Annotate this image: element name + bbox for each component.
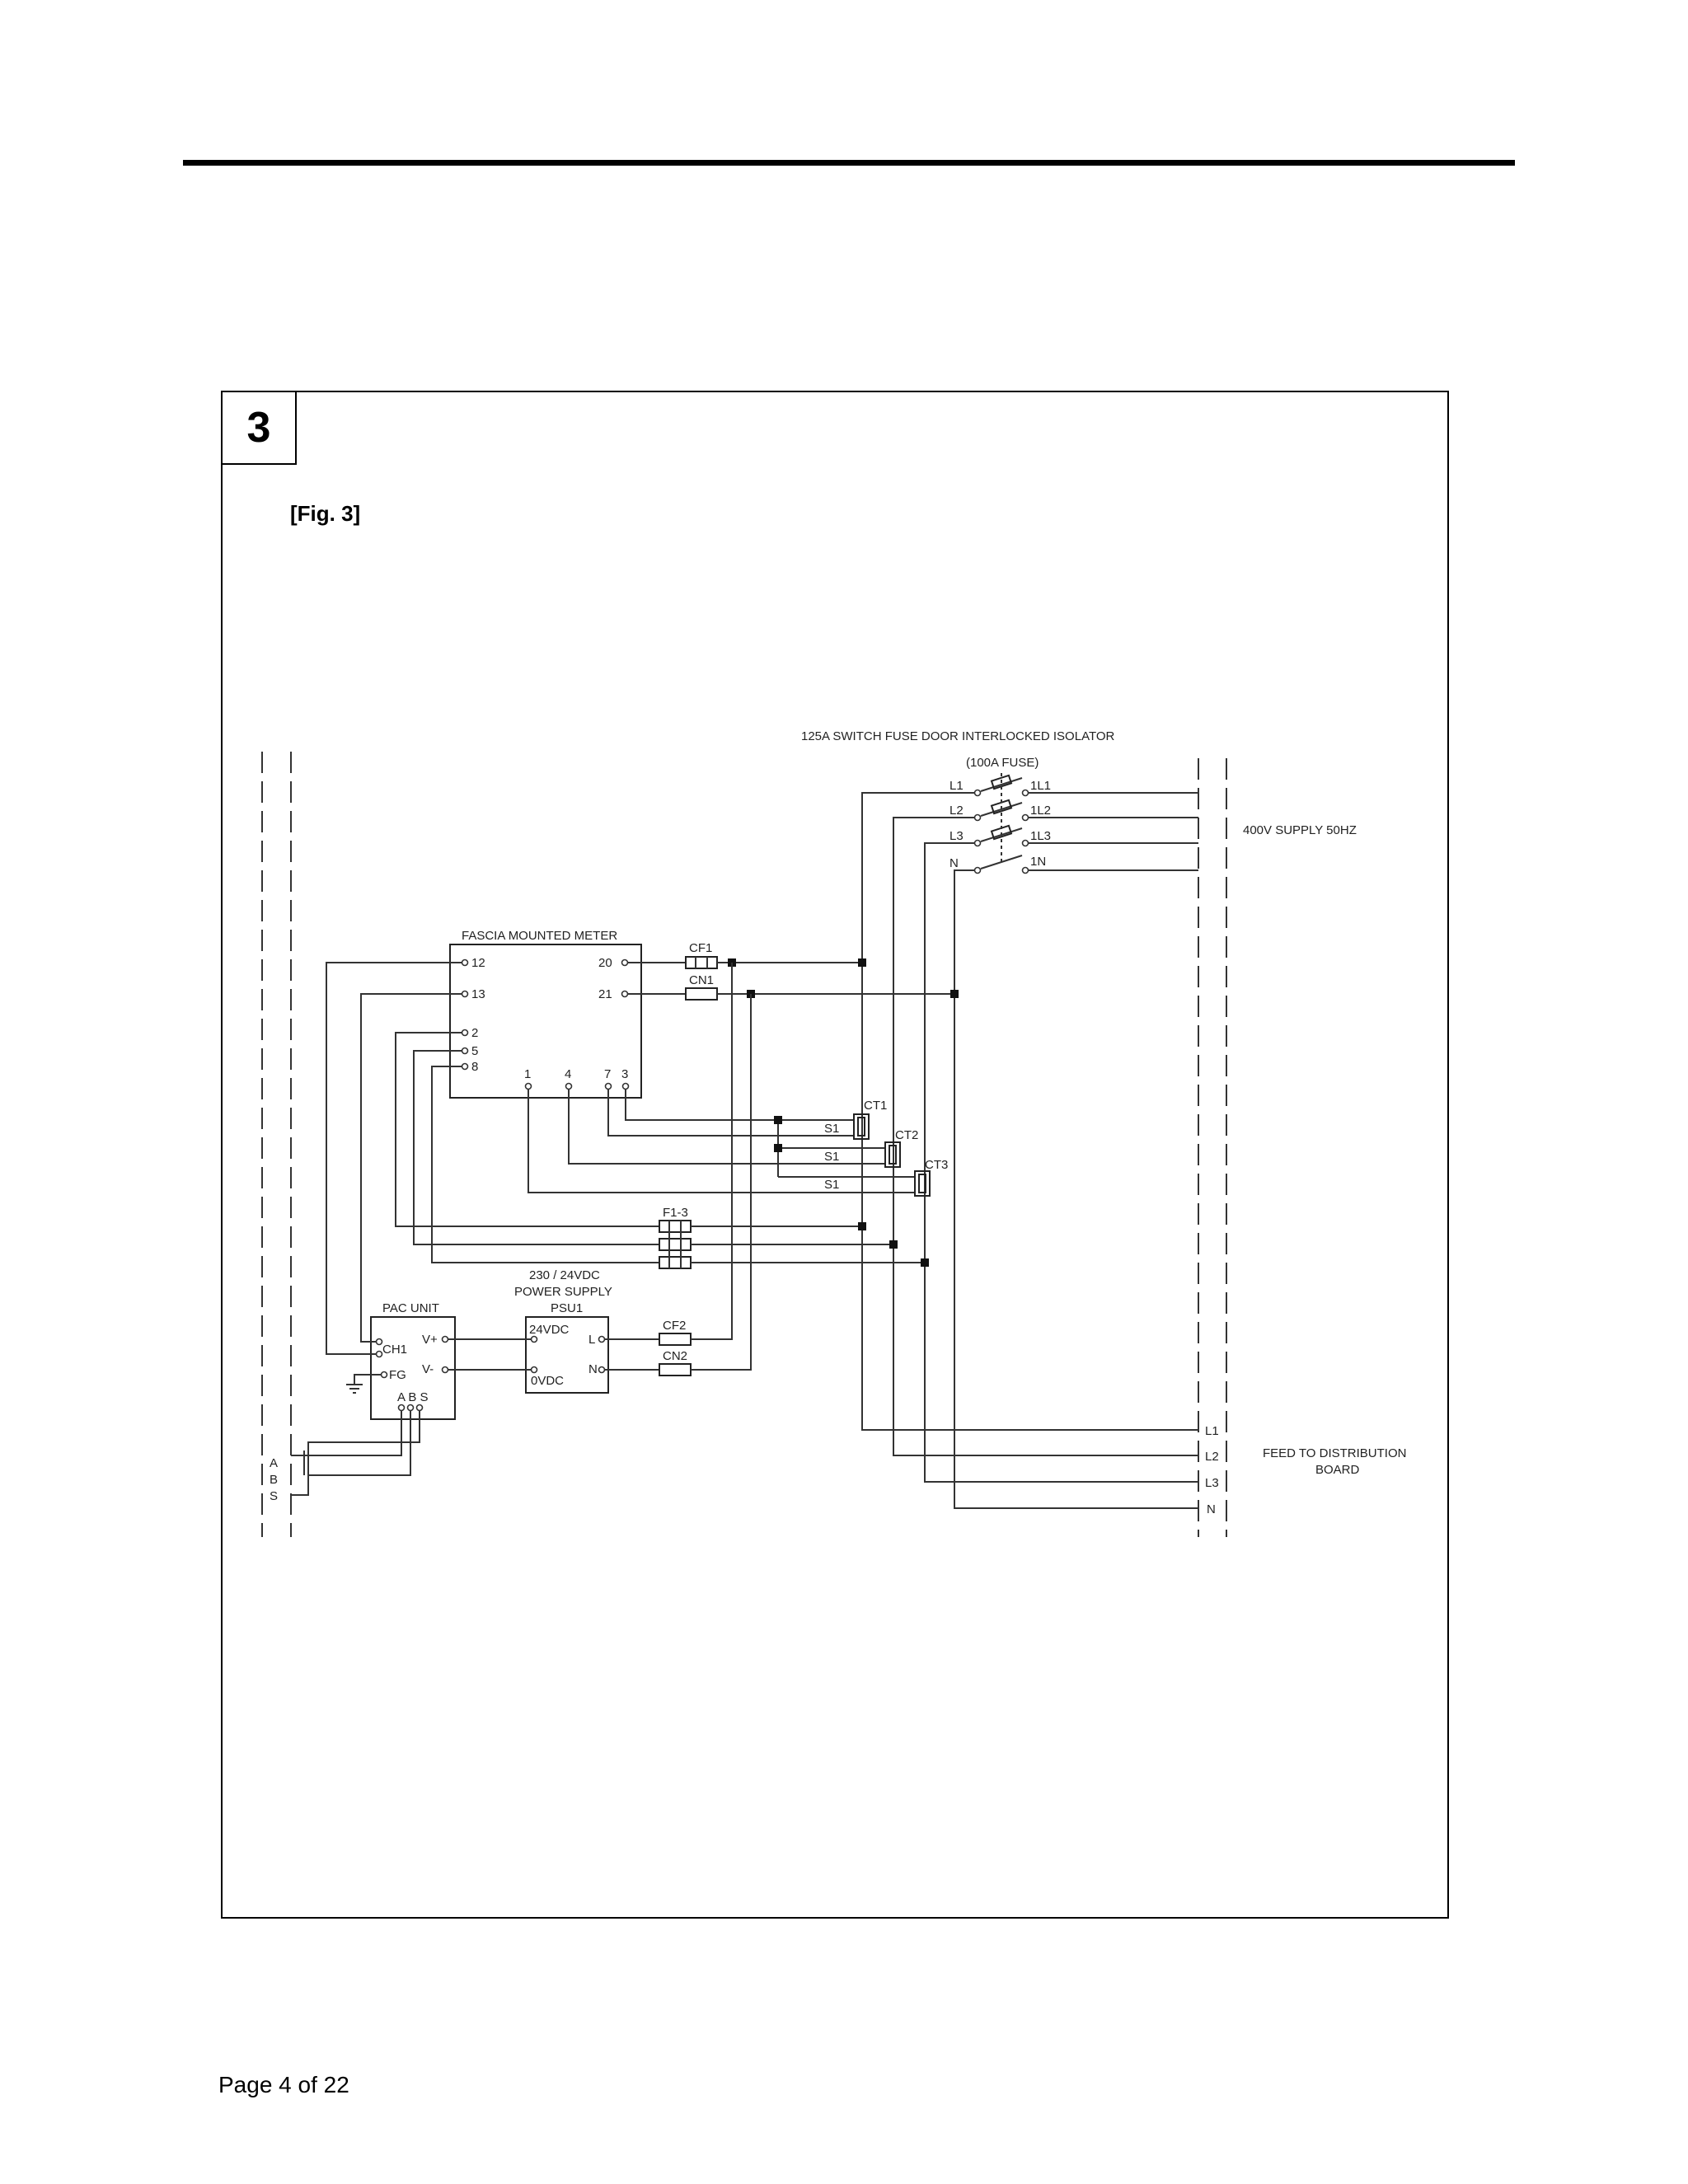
section-number: 3 [221, 391, 297, 465]
ct1-s1: S1 [824, 1122, 839, 1136]
isolator-in-n: N [950, 856, 959, 870]
fuse-cf1 [685, 956, 718, 969]
ct3 [914, 1170, 931, 1197]
meter-terminal-20: 20 [598, 956, 612, 970]
fuse-f3 [659, 1256, 692, 1269]
meter-terminal-5: 5 [471, 1044, 478, 1058]
out-n: N [1207, 1502, 1216, 1516]
pac-abs: A B S [397, 1390, 429, 1404]
meter-terminal-2: 2 [471, 1026, 478, 1040]
fuse-cf2-label: CF2 [663, 1319, 686, 1333]
pac-unit: PAC UNIT CH1 FG V+ V- A B S [291, 962, 531, 1496]
meter-terminal-21: 21 [598, 987, 612, 1001]
psu-caption-2: POWER SUPPLY [514, 1285, 612, 1299]
power-supply: 230 / 24VDC POWER SUPPLY PSU1 24VDC 0VDC… [514, 963, 752, 1394]
bus-b: B [270, 1473, 278, 1487]
fuse-f2 [659, 1238, 692, 1251]
out-l1: L1 [1205, 1424, 1219, 1438]
meter-terminal-3: 3 [621, 1067, 628, 1081]
meter-supply-fuses: CF1 CN1 [628, 941, 959, 1001]
isolator-out-1l3: 1L3 [1030, 829, 1051, 843]
ct3-s1: S1 [824, 1178, 839, 1192]
voltage-fuses: F1-3 [395, 1032, 929, 1269]
meter-terminal-13: 13 [471, 987, 485, 1001]
psu-24vdc: 24VDC [529, 1323, 570, 1337]
bus-labels: A B S [270, 1456, 278, 1503]
meter-box [449, 944, 642, 1099]
isolator-fuse-1 [990, 774, 1013, 790]
bus-a: A [270, 1456, 278, 1470]
fuse-f1 [659, 1220, 692, 1233]
pac-box [370, 1316, 456, 1420]
meter: FASCIA MOUNTED METER 12 13 2 5 8 20 21 1… [449, 929, 642, 1099]
isolator-title: 125A SWITCH FUSE DOOR INTERLOCKED ISOLAT… [801, 729, 1115, 743]
meter-terminal-1: 1 [524, 1067, 531, 1081]
pac-title: PAC UNIT [382, 1301, 439, 1315]
current-transformers: CT1 S1 CT2 S1 CT3 S1 [528, 1090, 948, 1197]
ct1-label: CT1 [864, 1099, 887, 1113]
supply-label: 400V SUPPLY 50HZ [1243, 823, 1357, 837]
out-l3: L3 [1205, 1476, 1219, 1490]
fuse-rating: (100A FUSE) [966, 756, 1039, 770]
psu-name: PSU1 [551, 1301, 583, 1315]
output-labels: L1 L2 L3 N FEED TO DISTRIBUTION BOARD [1205, 1424, 1406, 1516]
figure-frame [221, 391, 1449, 1919]
isolator-out-1l1: 1L1 [1030, 779, 1051, 793]
pac-fg: FG [389, 1368, 406, 1382]
isolator-in-l3: L3 [950, 829, 964, 843]
ct2-label: CT2 [895, 1128, 918, 1142]
ct2 [884, 1141, 901, 1168]
figure-label: [Fig. 3] [290, 501, 361, 526]
pac-vminus: V- [422, 1362, 434, 1376]
meter-terminal-8: 8 [471, 1060, 478, 1074]
isolator: 125A SWITCH FUSE DOOR INTERLOCKED ISOLAT… [801, 729, 1357, 1509]
fuse-cn1 [685, 987, 718, 1001]
fuse-cn2 [659, 1363, 692, 1376]
isolator-fuse-2 [990, 799, 1013, 815]
out-l2: L2 [1205, 1450, 1219, 1464]
page-number: Page 4 of 22 [218, 2072, 349, 2097]
fuse-f13-label: F1-3 [663, 1206, 688, 1220]
psu-caption-1: 230 / 24VDC [529, 1268, 600, 1282]
psu-l: L [588, 1333, 595, 1347]
isolator-in-l2: L2 [950, 804, 964, 818]
meter-terminal-7: 7 [604, 1067, 611, 1081]
header-rule [183, 160, 1515, 166]
psu-n: N [588, 1362, 598, 1376]
fuse-cf2 [659, 1333, 692, 1346]
ct2-s1: S1 [824, 1150, 839, 1164]
psu-box [525, 1316, 609, 1394]
isolator-out-1l2: 1L2 [1030, 804, 1051, 818]
fuse-cf1-label: CF1 [689, 941, 712, 955]
ct1 [853, 1113, 870, 1140]
pac-ch1: CH1 [382, 1343, 407, 1357]
meter-terminal-12: 12 [471, 956, 485, 970]
bus-s: S [270, 1489, 278, 1503]
isolator-out-1n: 1N [1030, 855, 1046, 869]
meter-title: FASCIA MOUNTED METER [462, 929, 617, 943]
isolator-fuse-3 [990, 824, 1013, 841]
rails [261, 752, 1227, 1537]
fuse-cn2-label: CN2 [663, 1349, 687, 1363]
isolator-in-l1: L1 [950, 779, 964, 793]
fuse-cn1-label: CN1 [689, 973, 714, 987]
pac-vplus: V+ [422, 1333, 438, 1347]
feed-label-2: BOARD [1315, 1463, 1360, 1477]
psu-0vdc: 0VDC [531, 1374, 564, 1388]
meter-terminal-4: 4 [565, 1067, 571, 1081]
feed-label-1: FEED TO DISTRIBUTION [1263, 1446, 1406, 1460]
ct3-label: CT3 [925, 1158, 948, 1172]
